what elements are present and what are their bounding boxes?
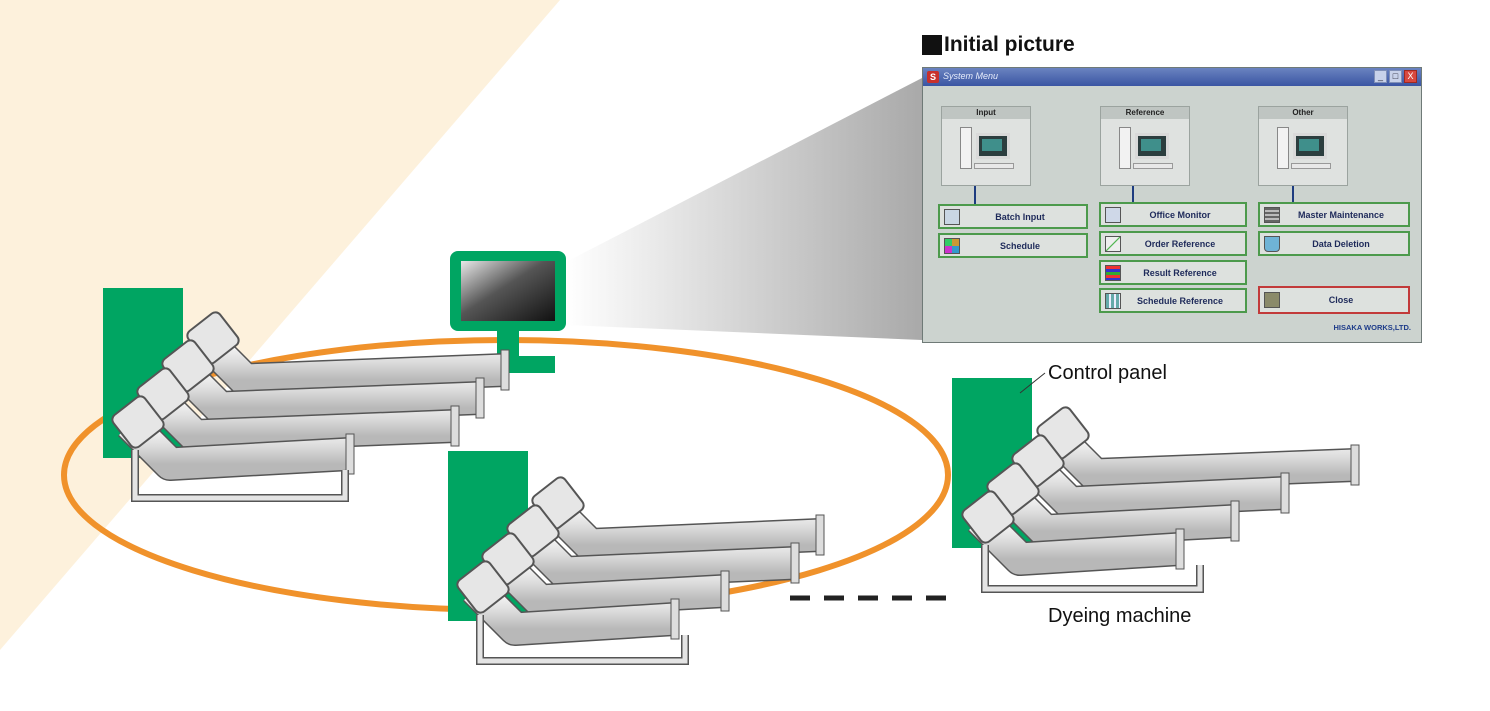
keyboard-icon	[1291, 163, 1331, 169]
keyboard-icon	[1133, 163, 1173, 169]
schedule-reference-button[interactable]: Schedule Reference	[1099, 288, 1247, 313]
group-input: Input	[941, 106, 1031, 186]
system-menu-window: S System Menu _ □ X Input Reference Othe…	[922, 67, 1422, 343]
screen-icon	[1105, 206, 1121, 223]
square-bullet-icon	[922, 35, 942, 55]
master-maintenance-button[interactable]: Master Maintenance	[1258, 202, 1410, 227]
data-deletion-button[interactable]: Data Deletion	[1258, 231, 1410, 256]
computer-monitor-icon	[976, 133, 1010, 159]
close-window-icon[interactable]: X	[1404, 70, 1417, 83]
window-titlebar: S System Menu _ □ X	[923, 68, 1421, 86]
schedule-button[interactable]: Schedule	[938, 233, 1088, 258]
group-input-connector	[974, 186, 976, 204]
control-panel-label: Control panel	[1048, 362, 1167, 384]
computer-tower-icon	[1119, 127, 1131, 169]
initial-picture-heading: Initial picture	[922, 33, 1075, 57]
trash-bin-icon	[1264, 235, 1280, 252]
background-wedge	[0, 0, 560, 650]
group-input-title: Input	[942, 107, 1030, 119]
cabinet-icon	[1264, 206, 1280, 223]
computer-tower-icon	[960, 127, 972, 169]
dyeing-machine-center	[456, 476, 825, 665]
monitor	[450, 251, 566, 373]
order-reference-button[interactable]: Order Reference	[1099, 231, 1247, 256]
app-logo-icon: S	[927, 71, 939, 83]
group-reference-connector	[1132, 186, 1134, 204]
keyboard-icon	[974, 163, 1014, 169]
batch-input-button[interactable]: Batch Input	[938, 204, 1088, 229]
minimize-icon[interactable]: _	[1374, 70, 1387, 83]
computer-tower-icon	[1277, 127, 1289, 169]
group-reference: Reference	[1100, 106, 1190, 186]
window-title: System Menu	[943, 71, 999, 81]
computer-monitor-icon	[1293, 133, 1327, 159]
group-other: Other	[1258, 106, 1348, 186]
group-other-connector	[1292, 186, 1294, 204]
bar-chart-icon	[1105, 264, 1121, 281]
line-chart-icon	[1105, 235, 1121, 252]
computer-monitor-icon	[1135, 133, 1169, 159]
mosaic-grid-icon	[944, 237, 960, 254]
calendar-grid-icon	[1105, 292, 1121, 309]
group-reference-title: Reference	[1101, 107, 1189, 119]
group-other-title: Other	[1259, 107, 1347, 119]
result-reference-button[interactable]: Result Reference	[1099, 260, 1247, 285]
dyeing-machine-right	[961, 406, 1360, 593]
close-button[interactable]: Close	[1258, 286, 1410, 314]
company-name: HISAKA WORKS,LTD.	[1333, 323, 1412, 332]
monitor-projection-beam	[566, 78, 922, 340]
office-monitor-button[interactable]: Office Monitor	[1099, 202, 1247, 227]
person-at-desk-icon	[944, 208, 960, 225]
exit-door-icon	[1264, 292, 1280, 308]
maximize-icon[interactable]: □	[1389, 70, 1402, 83]
heading-text: Initial picture	[944, 33, 1075, 56]
control-panel-pointer	[1019, 372, 1046, 394]
dyeing-machine-label: Dyeing machine	[1048, 605, 1192, 627]
dyeing-machine-left	[111, 311, 510, 502]
